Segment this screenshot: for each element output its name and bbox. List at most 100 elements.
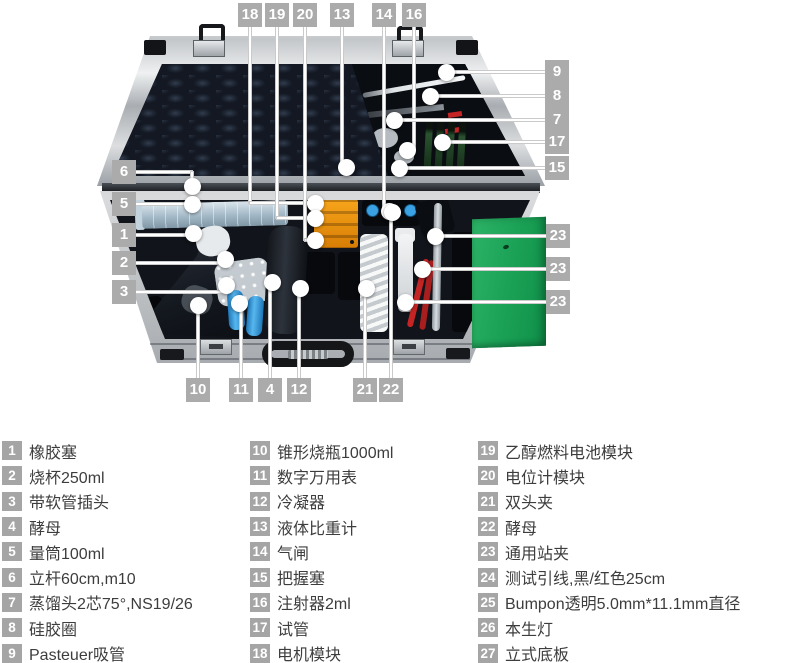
callout-line xyxy=(435,235,546,237)
callout-dot xyxy=(390,159,408,177)
callout-line xyxy=(399,167,545,169)
legend-item-number: 19 xyxy=(478,441,498,461)
callout-line xyxy=(442,141,545,143)
callout-line xyxy=(136,262,225,264)
legend-item-number: 15 xyxy=(250,567,270,587)
legend-item-label: 电位计模块 xyxy=(505,469,586,487)
callout-number: 16 xyxy=(402,3,426,27)
legend-item-number: 11 xyxy=(250,466,270,486)
callout-dot xyxy=(230,294,248,312)
case-hinge xyxy=(102,183,540,193)
legend-item-number: 9 xyxy=(2,643,22,663)
legend-item-number: 18 xyxy=(250,643,270,663)
base-latch xyxy=(393,339,425,355)
callout-line xyxy=(136,291,226,293)
legend-item-label: 液体比重计 xyxy=(277,520,358,538)
legend-item-label: 硅胶圈 xyxy=(29,621,78,639)
legend-item-number: 3 xyxy=(2,491,22,511)
callout-dot xyxy=(357,279,375,297)
callout-line xyxy=(446,71,545,73)
lid-latch-hook xyxy=(199,24,225,42)
legend-item-label: 烧杯250ml xyxy=(29,469,105,487)
callout-number: 11 xyxy=(229,378,253,402)
callout-dot xyxy=(183,195,201,213)
legend-item-label: 锥形烧瓶1000ml xyxy=(277,444,394,462)
legend-item: 8 硅胶圈 xyxy=(2,615,193,640)
legend-item-number: 7 xyxy=(2,592,22,612)
callout-line xyxy=(197,305,199,378)
legend-item-number: 12 xyxy=(250,491,270,511)
callout-number: 14 xyxy=(372,3,396,27)
callout-dot xyxy=(426,227,444,245)
legend-item-label: 酵母 xyxy=(29,520,62,538)
callout-line xyxy=(430,95,545,97)
legend-item-number: 26 xyxy=(478,618,498,638)
callout-number: 9 xyxy=(545,60,569,84)
callout-line xyxy=(413,27,415,150)
legend-item-number: 8 xyxy=(2,618,22,638)
callout-line xyxy=(240,303,242,378)
callout-dot xyxy=(437,63,455,81)
legend-item: 21 双头夹 xyxy=(478,489,740,514)
legend-item-label: 冷凝器 xyxy=(277,495,326,513)
legend-item: 24 测试引线,黑/红色25cm xyxy=(478,564,740,589)
callout-dot xyxy=(396,293,414,311)
callout-dot xyxy=(306,209,324,227)
legend-item-label: 立杆60cm,m10 xyxy=(29,571,136,589)
legend-item-label: 注射器2ml xyxy=(277,596,351,614)
legend-item-number: 20 xyxy=(478,466,498,486)
legend-item-number: 16 xyxy=(250,592,270,612)
base-latch xyxy=(200,339,232,355)
legend-item-label: 立式底板 xyxy=(505,647,570,663)
hydrometer-shape xyxy=(398,234,413,312)
callout-dot xyxy=(421,87,439,105)
callout-dot xyxy=(413,260,431,278)
legend-item: 20 电位计模块 xyxy=(478,463,740,488)
legend-item-label: 测试引线,黑/红色25cm xyxy=(505,571,666,589)
callout-dot xyxy=(337,158,355,176)
callout-line xyxy=(136,203,192,205)
legend-item-number: 21 xyxy=(478,491,498,511)
foam-cutout xyxy=(305,252,335,294)
callout-dot xyxy=(291,279,309,297)
callout-line xyxy=(422,268,546,270)
legend-item: 25 Bumpon透明5.0mm*11.1mm直径 xyxy=(478,590,740,615)
legend-item: 3 带软管插头 xyxy=(2,489,193,514)
callout-line xyxy=(383,27,385,211)
callout-dot xyxy=(398,141,416,159)
legend-item-label: Bumpon透明5.0mm*11.1mm直径 xyxy=(505,596,741,614)
legend-item-label: 双头夹 xyxy=(505,495,554,513)
callout-line xyxy=(390,212,392,378)
callout-number: 15 xyxy=(545,156,569,180)
callout-number: 3 xyxy=(112,280,136,304)
legend-item-label: 把握塞 xyxy=(277,571,326,589)
callout-dot xyxy=(184,224,202,242)
callout-number: 4 xyxy=(258,378,282,402)
callout-line xyxy=(250,202,315,204)
callout-number: 23 xyxy=(546,224,570,248)
legend-item-number: 4 xyxy=(2,517,22,537)
callout-line xyxy=(405,301,546,303)
lid-corner-protector xyxy=(456,40,478,55)
callout-number: 6 xyxy=(112,160,136,184)
legend-item-number: 24 xyxy=(478,567,498,587)
legend-item-number: 23 xyxy=(478,542,498,562)
legend-item-number: 25 xyxy=(478,592,498,612)
legend-item: 4 酵母 xyxy=(2,514,193,539)
lid-latch-hook xyxy=(397,26,423,44)
callout-line xyxy=(136,171,192,173)
callout-number: 22 xyxy=(379,378,403,402)
legend-item-number: 5 xyxy=(2,542,22,562)
callout-number: 7 xyxy=(545,108,569,132)
legend-item-label: 试管 xyxy=(277,621,310,639)
legend-item-label: 带软管插头 xyxy=(29,495,110,513)
